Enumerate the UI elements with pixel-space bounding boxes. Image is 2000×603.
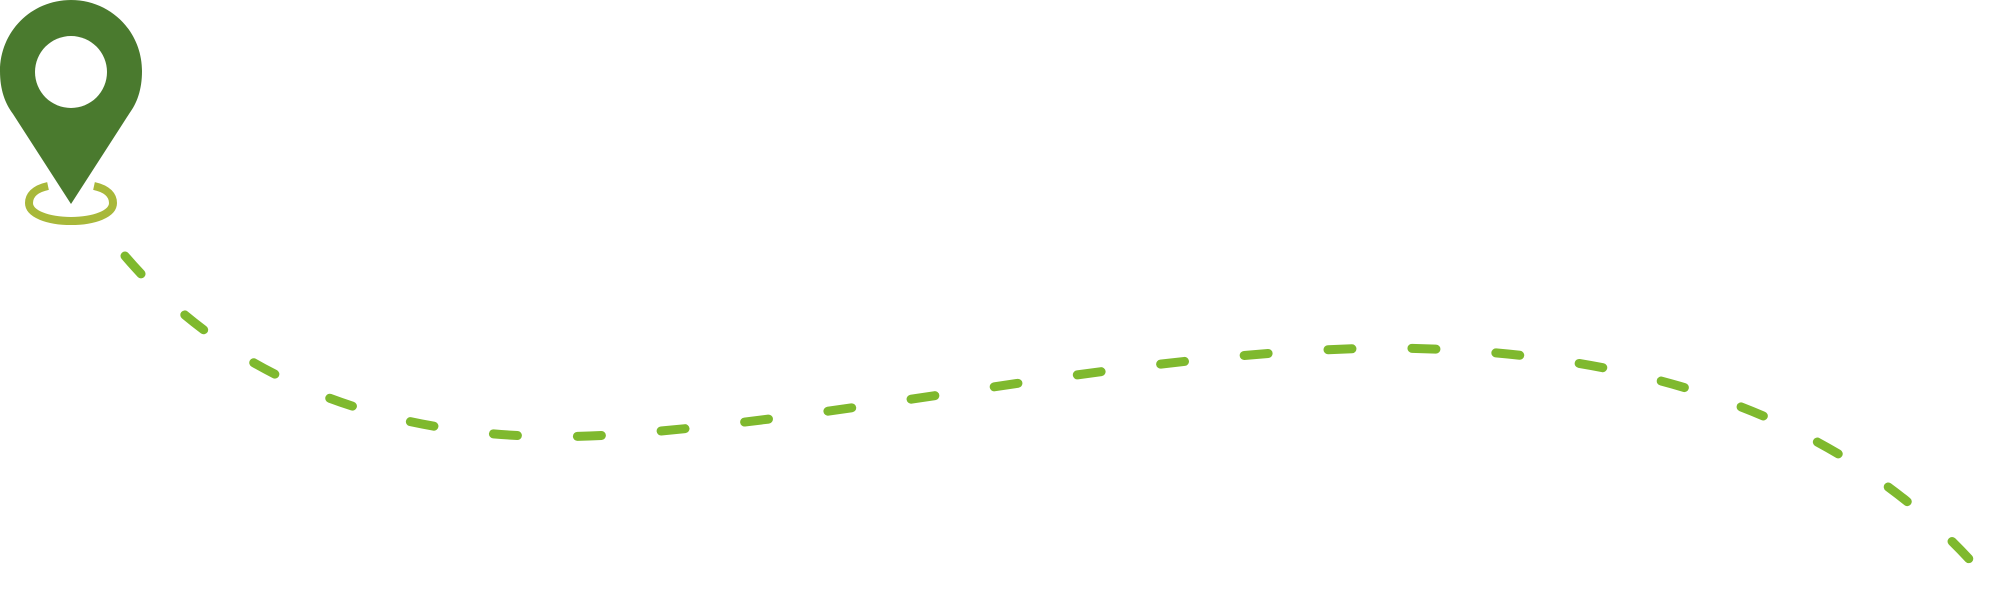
dashed-route-path (120, 251, 1975, 565)
pin-hole (35, 36, 107, 108)
pin-ground-ring (24, 182, 118, 226)
map-pin-icon (0, 0, 142, 226)
